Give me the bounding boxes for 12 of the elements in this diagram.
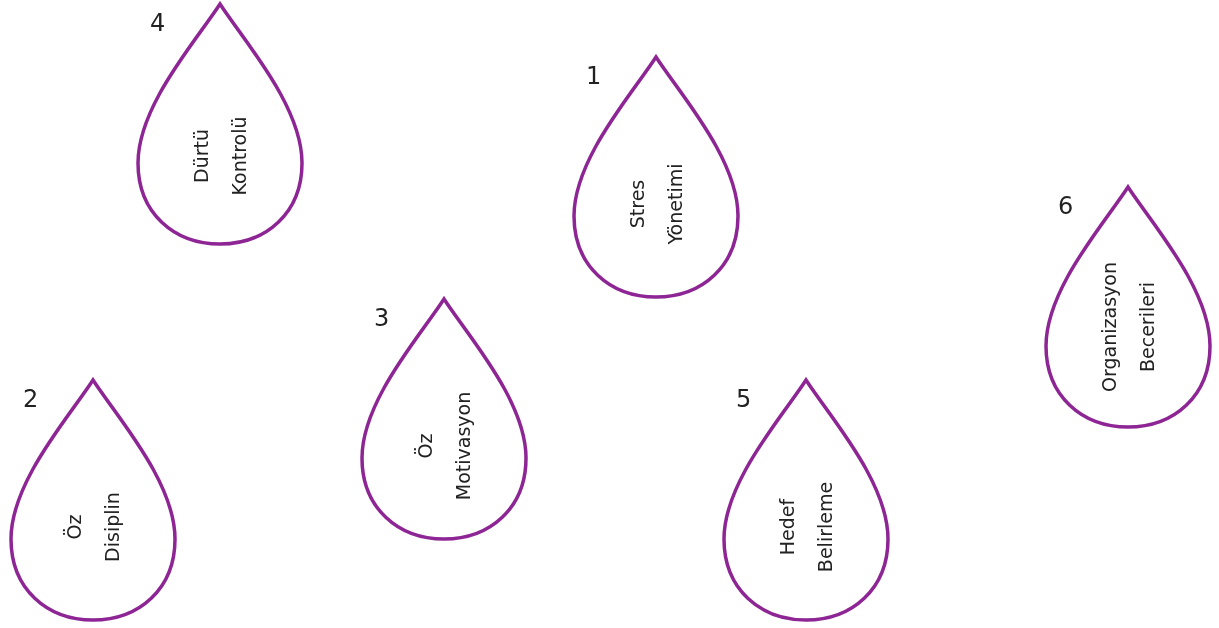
number-label: 4 — [150, 11, 166, 35]
number-label: 5 — [736, 387, 752, 411]
drop-label: Dürtü Kontrolü — [189, 116, 251, 196]
drop-label: Hedef Belirleme — [775, 481, 837, 573]
drop-label: Öz Disiplin — [62, 492, 124, 562]
number-label: 2 — [23, 387, 39, 411]
number-label: 6 — [1058, 194, 1074, 218]
drop-label: Öz Motivasyon — [413, 391, 475, 501]
drop-label: Organizasyon Becerileri — [1097, 262, 1159, 392]
number-label: 1 — [586, 64, 602, 88]
number-label: 3 — [374, 306, 390, 330]
drop-label: Stres Yönetimi — [625, 163, 687, 245]
